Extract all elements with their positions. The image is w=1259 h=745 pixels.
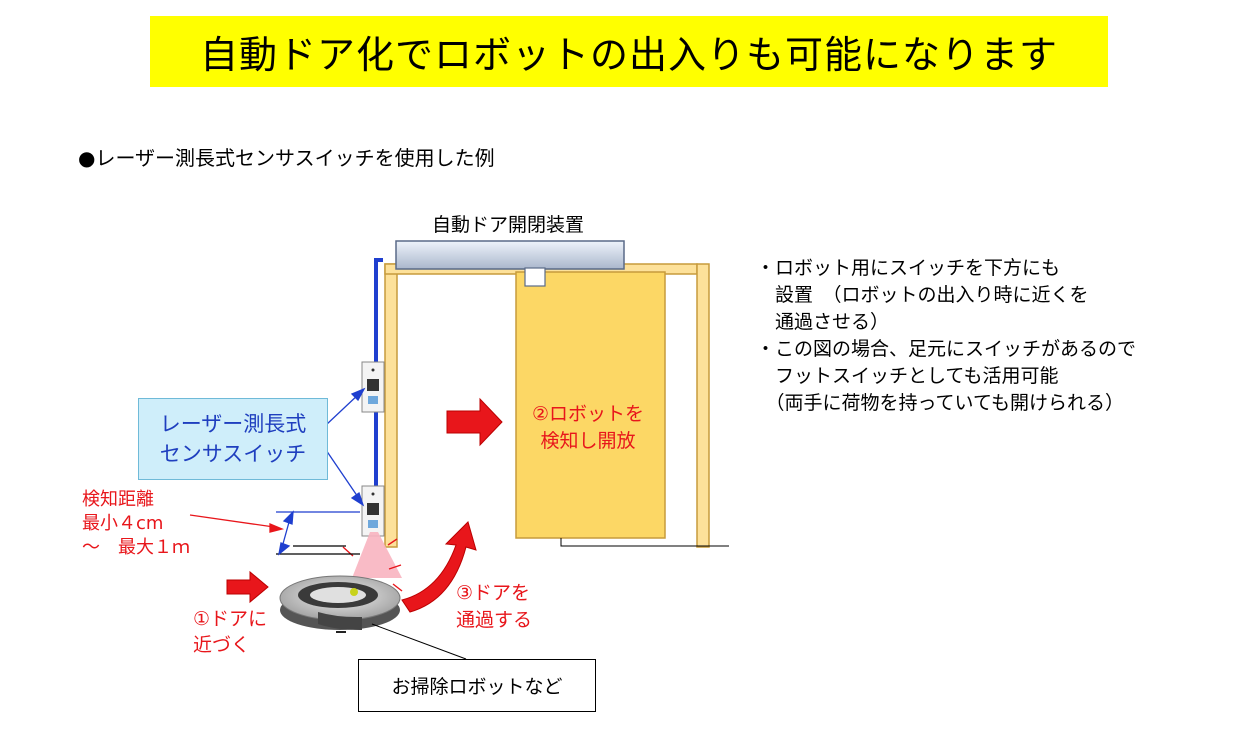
example-subtitle: ●レーザー測長式センサスイッチを使用した例 (78, 146, 495, 170)
floor-line (560, 538, 729, 547)
wire-line (374, 258, 383, 490)
lower-sensor-switch (361, 485, 385, 537)
step2-label: ②ロボットを 検知し開放 (531, 403, 645, 452)
step3-arrow-icon (401, 521, 477, 613)
sensor-switch-label-box: レーザー測長式 センサスイッチ (138, 398, 328, 480)
frame-right-post (696, 263, 710, 548)
step3-label: ③ドアを 通過する (456, 582, 533, 631)
distance-dimension (276, 510, 360, 556)
upper-sensor-switch (361, 361, 385, 413)
note-line: ・ロボット用にスイッチを下方にも (756, 257, 1061, 279)
sensor-switch-label-line1: レーザー測長式 (159, 412, 307, 436)
sliding-door (515, 271, 666, 539)
sensor-switch-label-line2: センサスイッチ (159, 442, 307, 466)
robot-callout-line (371, 623, 467, 660)
note-line: 設置 （ロボットの出入り時に近くを (756, 284, 1089, 306)
door-hanger (524, 267, 546, 287)
notes-block: ・ロボット用にスイッチを下方にも 設置 （ロボットの出入り時に近くを 通過させる… (756, 255, 1136, 417)
robot-label-box: お掃除ロボットなど (358, 659, 596, 712)
robot-vacuum-icon (279, 575, 401, 633)
door-opener-label: 自動ドア開閉装置 (432, 214, 585, 236)
door-opener-device (395, 240, 625, 270)
step1-arrow-icon (226, 570, 269, 604)
sensor-callout-lines (325, 387, 366, 507)
note-line: フットスイッチとしても活用可能 (756, 365, 1059, 387)
note-line: ・この図の場合、足元にスイッチがあるので (756, 338, 1137, 360)
step2-arrow-icon (446, 397, 503, 447)
title-banner: 自動ドア化でロボットの出入りも可能になります (150, 16, 1108, 87)
detection-distance-label: 検知距離 最小４cm ～ 最大１ｍ (82, 489, 190, 558)
step1-label: ①ドアに 近づく (193, 608, 268, 656)
frame-left-post (384, 263, 398, 548)
note-line: 通過させる） (756, 311, 890, 333)
robot-label: お掃除ロボットなど (391, 676, 563, 698)
note-line: （両手に荷物を持っていても開けられる） (756, 392, 1125, 414)
page-title: 自動ドア化でロボットの出入りも可能になります (199, 33, 1058, 77)
distance-leader (189, 514, 285, 533)
laser-beam (352, 532, 402, 578)
